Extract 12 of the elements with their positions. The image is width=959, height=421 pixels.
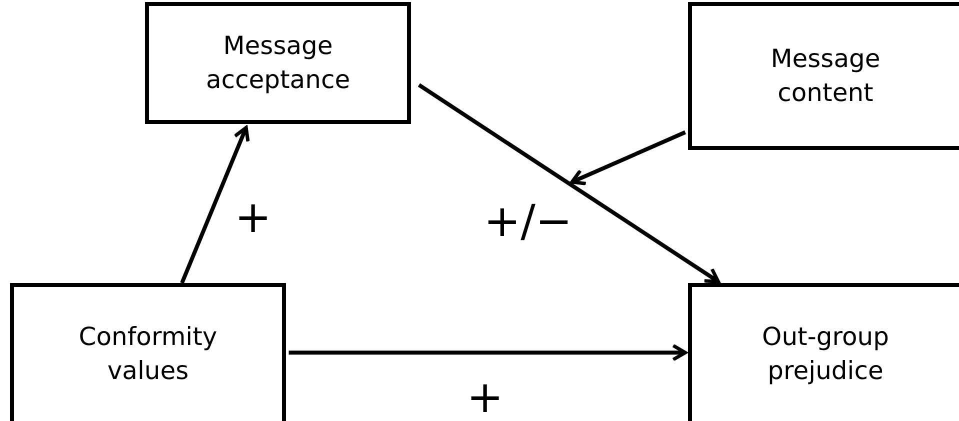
arrow xyxy=(180,126,250,284)
arrow xyxy=(418,83,720,284)
node-text: Message acceptance xyxy=(204,30,352,96)
arrow xyxy=(570,130,686,186)
node-text: Message content xyxy=(770,43,882,109)
concept-box xyxy=(688,2,959,150)
node-text: Conformity values xyxy=(78,321,218,387)
concept-box xyxy=(10,283,286,421)
arrow xyxy=(288,344,687,362)
node-text: Out-group prejudice xyxy=(761,321,890,387)
concept-box xyxy=(688,283,959,421)
concept-box xyxy=(145,2,411,124)
